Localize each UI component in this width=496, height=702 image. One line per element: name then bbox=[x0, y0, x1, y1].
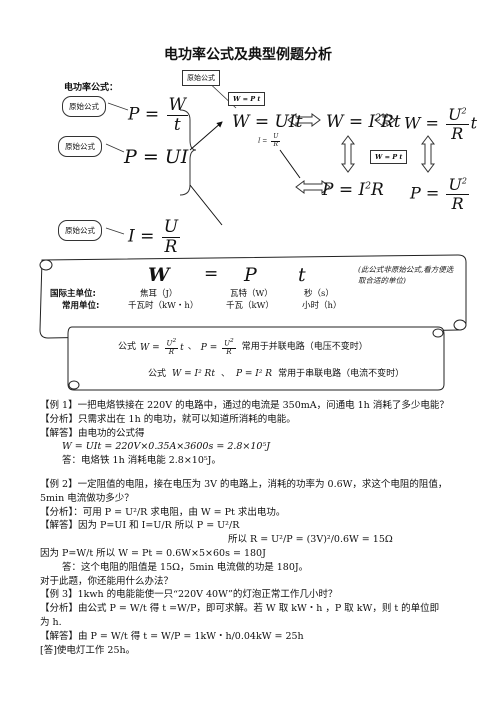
intl-unit-label: 国际主单位: bbox=[50, 289, 96, 299]
formula-section-label: 电功率公式： bbox=[64, 83, 119, 93]
line1-suffix: 常用于并联电路（电压不变时） bbox=[241, 341, 368, 352]
ex-line: 【解答】由电功的公式得 bbox=[40, 427, 145, 439]
common-unit-label: 常用单位: bbox=[62, 301, 100, 311]
line2-sep: 、 bbox=[220, 369, 230, 379]
big-formula-p: P bbox=[244, 264, 257, 286]
line2-formula-p: P = I² R bbox=[235, 369, 273, 379]
common-unit-t: 小时（h） bbox=[302, 301, 342, 311]
line2-prefix: 公式 bbox=[148, 369, 167, 379]
line2-suffix: 常用于串联电路（电流不变时） bbox=[278, 369, 405, 379]
line1-sep: 、 bbox=[187, 341, 197, 352]
common-unit-p: 千瓦（kW） bbox=[226, 301, 274, 311]
big-formula-eq: = bbox=[204, 264, 219, 284]
box-wpt-top: W = P t bbox=[228, 92, 266, 106]
callout-original-1: 原始公式 bbox=[62, 96, 106, 117]
big-formula-t: t bbox=[298, 264, 306, 286]
callout-original-3: 原始公式 bbox=[58, 220, 102, 241]
ex-line: 【解答】因为 P=UI 和 I=U/R 所以 P = U²/R bbox=[40, 520, 240, 532]
formula-note: (此公式非原始公式,看方便选取合适的单位) bbox=[358, 265, 454, 285]
ex-line: 答：电烙铁 1h 消耗电能 2.8×10⁵J。 bbox=[62, 455, 221, 467]
line2-formula-w: W = I² Rt bbox=[172, 369, 215, 379]
ex-line: 答：这个电阻的阻值是 15Ω，5min 电流做的功是 180J。 bbox=[62, 561, 309, 573]
ex-line: 为 h. bbox=[40, 616, 62, 628]
line1-prefix: 公式 bbox=[118, 341, 137, 352]
big-formula-w: W bbox=[148, 264, 170, 286]
formula-p-i2r: P = I2R bbox=[322, 180, 384, 200]
box-wpt-right: W = P t bbox=[370, 150, 408, 164]
ex-line: 【例 3】1kwh 的电能能使一只“220V 40W”的灯泡正常工作几小时？ bbox=[40, 589, 338, 601]
formula-w-uit: W = UIt bbox=[232, 112, 303, 132]
common-unit-w: 千瓦时（kW・h） bbox=[128, 301, 199, 311]
intl-unit-w: 焦耳（J） bbox=[140, 289, 178, 299]
ex-line: 所以 R = U²/P = (3V)²/0.6W = 15Ω bbox=[228, 534, 393, 546]
ex-line: 【分析】：可用 P = U²/R 求电阻，由 W = Pt 求出电功。 bbox=[40, 506, 286, 518]
callout-original-2: 原始公式 bbox=[58, 136, 102, 157]
intl-unit-t: 秒（s） bbox=[304, 289, 334, 299]
ex-line: 5min 电流做功多少？ bbox=[40, 492, 134, 504]
ex-line: 因为 P=W/t 所以 W = Pt = 0.6W×5×60s = 180J bbox=[40, 547, 266, 559]
ex-line: [答]使电灯工作 25h。 bbox=[40, 644, 136, 656]
ex-line: 【例 2】一定阻值的电阻，接在电压为 3V 的电路上，消耗的功率为 0.6W，求… bbox=[40, 478, 448, 490]
formula-w-i2rt: W = I2Rt bbox=[326, 112, 401, 132]
scroll2-line2: 公式 W = I² Rt 、 P = I² R 常用于串联电路（电流不变时） bbox=[148, 368, 404, 381]
ex-line: 【例 1】一把电烙铁接在 220V 的电路中，通过的电流是 350mA，问通电 … bbox=[40, 400, 449, 411]
intl-unit-p: 瓦特（W） bbox=[230, 289, 273, 299]
page-title: 电功率公式及典型例题分析 bbox=[164, 47, 332, 63]
callout-original-top: 原始公式 bbox=[182, 70, 220, 86]
ex-line: 对于此题，你还能用什么办法？ bbox=[40, 575, 174, 587]
ex-line bbox=[40, 468, 480, 478]
ex-line: W = UIt = 220V×0.35A×3600s = 2.8×10⁵J bbox=[62, 441, 271, 453]
examples-block: 【例 1】一把电烙铁接在 220V 的电路中，通过的电流是 350mA，问通电 … bbox=[40, 399, 480, 657]
ex-line: 【分析】只需求出在 1h 的电功，就可以知道所消耗的电能。 bbox=[40, 413, 296, 425]
ex-line: 【分析】由公式 P = W/t 得 t =W/P，即可求解。若 W 取 kW・h… bbox=[40, 603, 440, 615]
formula-p-ui: P = UI bbox=[124, 146, 189, 168]
ex-line: 【解答】由 P = W/t 得 t = W/P = 1kW・h/0.04kW =… bbox=[40, 630, 304, 642]
